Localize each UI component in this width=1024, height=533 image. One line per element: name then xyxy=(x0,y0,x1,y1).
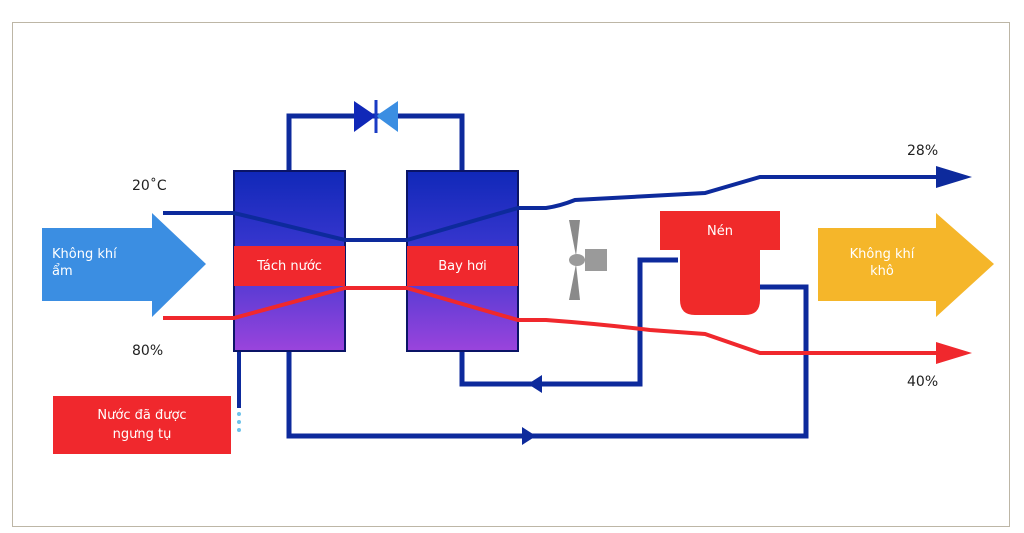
refrigerant-pipe-bottom xyxy=(286,284,809,439)
humidity-in-text: 80% xyxy=(132,343,164,359)
humidity-out-bottom-text: 40% xyxy=(907,374,939,390)
evaporator-unit-label: Bay hơi xyxy=(438,259,487,274)
dry-air-label: Không khí khô xyxy=(849,247,915,279)
flow-arrow-bottom xyxy=(522,427,536,445)
condenser-label-band xyxy=(234,246,345,286)
dry-air-arrow xyxy=(818,213,994,317)
condenser-unit-label: Tách nước xyxy=(257,259,322,274)
air-stream-blue-arrowhead xyxy=(936,166,972,188)
air-stream-red-arrowhead xyxy=(936,342,972,364)
moist-air-label: Không khí ẩm xyxy=(52,247,117,279)
air-stream-blue xyxy=(163,175,940,242)
condensed-water-box xyxy=(53,396,231,454)
temperature-in-text: 20˚C xyxy=(132,178,167,194)
valve-icon xyxy=(354,100,398,133)
water-drops-icon xyxy=(237,412,241,432)
humidity-out-top-text: 28% xyxy=(907,143,939,159)
air-stream-red xyxy=(163,286,940,355)
evaporator-label-band xyxy=(407,246,518,286)
compressor-label: Nén xyxy=(707,224,733,239)
compressor-body xyxy=(660,211,780,315)
condensed-water-label: Nước đã được ngưng tụ xyxy=(97,408,187,442)
fan-icon xyxy=(569,220,607,300)
refrigerant-pipe-middle xyxy=(459,257,678,387)
flow-arrow-middle xyxy=(528,375,542,393)
moist-air-arrow xyxy=(42,213,206,317)
diagram-border xyxy=(12,22,1010,527)
